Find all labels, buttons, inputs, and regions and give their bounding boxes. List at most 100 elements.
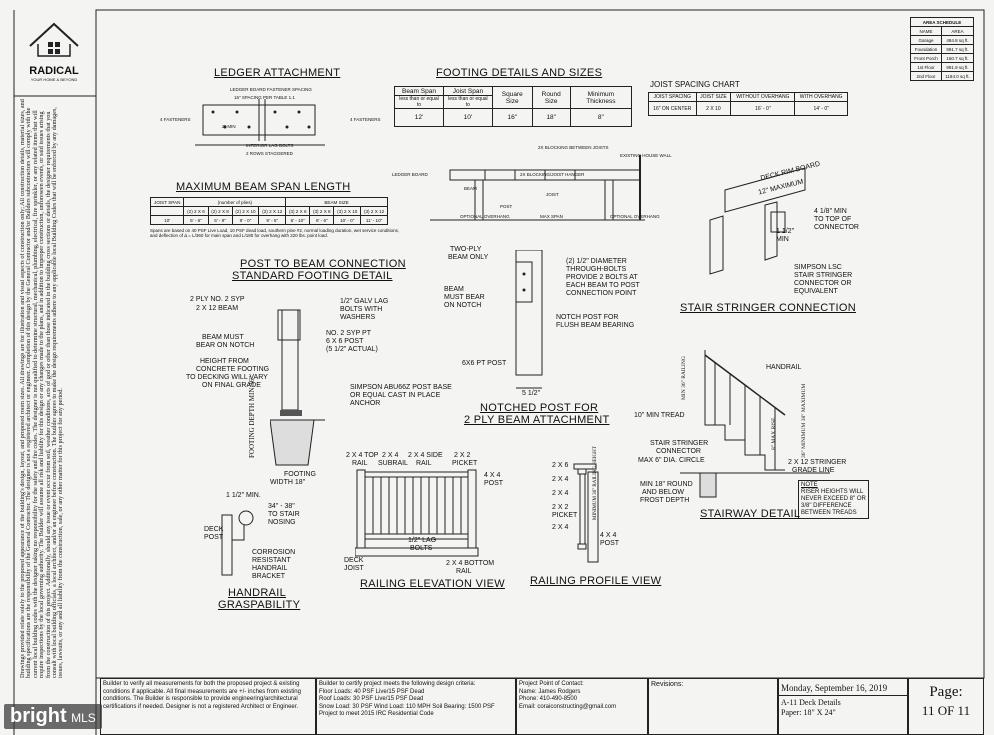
stairway-label: STAIR STRINGER	[650, 440, 709, 447]
notched-label: 6X6 PT POST	[462, 360, 507, 367]
post-beam-label: HEIGHT FROM	[200, 358, 249, 365]
post-beam-label: BOLTS WITH	[340, 306, 383, 313]
railing-prof-label: 4 X 4	[600, 532, 617, 539]
elevation-label: BEAM	[464, 186, 477, 191]
handrail-label: CORROSION	[252, 549, 296, 556]
area-name: Front Porch	[910, 53, 942, 63]
handrail-subtitle: GRASPABILITY	[218, 599, 301, 611]
notched-post-drawing	[515, 250, 543, 389]
beam-cell: 6' - 9"	[207, 215, 233, 225]
post-beam-label: CONCRETE FOOTING	[196, 366, 270, 373]
notched-label: TWO-PLY	[450, 246, 482, 253]
revisions-box: Revisions:	[648, 678, 778, 735]
railing-elev-label: BOLTS	[410, 545, 433, 552]
stringer-label: TO TOP OF	[814, 216, 852, 223]
beam-size: (2) 2 X 10	[231, 206, 260, 216]
stairway-label: 10" MIN TREAD	[634, 412, 685, 419]
contact-phone: Phone: 410-490-8500	[519, 696, 578, 702]
company-tagline: YOUR HOME & BEYOND	[30, 77, 78, 82]
beam-cell: 8' - 6"	[309, 215, 335, 225]
area-value: 991.7 sq ft.	[940, 44, 975, 54]
beam-cell: 10'	[149, 215, 185, 225]
footing-table: Beam Span Joist Span Square Size Round S…	[394, 86, 633, 127]
elevation-label: OPTIONAL OVERHANG	[610, 214, 660, 219]
stringer-label: MIN	[776, 236, 789, 243]
beam-size: (3) 2 X 12	[360, 206, 388, 216]
area-schedule-title: AREA SCHEDULE	[910, 17, 974, 27]
footing-cell: 8"	[569, 108, 633, 127]
joist-chart-title: JOIST SPACING CHART	[650, 80, 740, 89]
elevation-label: POST	[500, 204, 513, 209]
notched-label: ON NOTCH	[444, 302, 482, 309]
beam-span-note: Spans are based on 40 PSF Live Load, 10 …	[150, 228, 400, 238]
riser-note-line: 3/8" DIFFERENCE	[801, 503, 852, 509]
railing-elev-label: POST	[484, 480, 504, 487]
handrail-label: TO STAIR	[268, 511, 300, 518]
footing-detail-title: STANDARD FOOTING DETAIL	[232, 270, 393, 282]
joist-cell: 14' - 0"	[794, 101, 848, 116]
stairway-label: 2 X 12 STRINGER	[788, 459, 847, 466]
notched-label: FLUSH BEAM BEARING	[556, 322, 635, 329]
joist-cell: 16" ON CENTER	[648, 101, 697, 116]
house-logo-icon	[29, 22, 79, 57]
joist-header: JOIST SIZE	[695, 92, 732, 102]
railing-elev-label: RAIL	[416, 460, 432, 467]
railing-elev-label: SUBRAIL	[378, 460, 408, 467]
post-beam-label: 6 X 6 POST	[326, 338, 364, 345]
stairway-label: 8" MAX RISE	[771, 417, 777, 451]
criteria-line: Project to meet 2015 IRC Residential Cod…	[319, 711, 434, 717]
paper-size: Paper: 18" X 24"	[781, 708, 836, 717]
notched-label: EACH BEAM TO POST	[566, 282, 640, 289]
beam-blank	[149, 206, 185, 216]
table-row: 10' 5' - 6" 6' - 9" 8' - 0" 9' - 5" 6' -…	[149, 215, 388, 225]
notched-post-title: NOTCHED POST FOR	[480, 402, 599, 414]
footing-header: Minimum Thickness	[569, 86, 633, 109]
builder-note: Builder to verify all measurements for b…	[100, 678, 316, 735]
railing-elev-label: JOIST	[344, 565, 364, 572]
beam-span-title: MAXIMUM BEAM SPAN LENGTH	[176, 181, 351, 193]
stringer-label: 1 1/2"	[776, 228, 795, 235]
beam-cell: 11' - 10"	[360, 215, 388, 225]
post-beam-label: TO DECKING WILL VARY	[186, 374, 268, 381]
railing-prof-label: 2 X 4	[552, 476, 569, 483]
riser-note-line: RISER HEIGHTS WILL	[801, 489, 864, 495]
criteria-line: Roof Loads: 30 PSF Live/15 PSF Dead	[319, 696, 424, 702]
beam-size: (2) 2 X 6	[183, 206, 209, 216]
page-box: Page: 11 OF 11	[908, 678, 984, 735]
stairway-label: FROST DEPTH	[640, 497, 690, 504]
footing-header: Joist Span	[442, 86, 493, 96]
sheet-name: A-11 Deck Details	[781, 698, 841, 707]
notched-label: PROVIDE 2 BOLTS AT	[566, 274, 638, 281]
ledger-label: 2 ROWS STAGGERED	[246, 151, 293, 156]
joist-cell: 16' - 0"	[730, 101, 796, 116]
company-name: RADICAL	[29, 65, 79, 77]
beam-size: (2) 2 X 8	[207, 206, 233, 216]
sheet-info: Monday, September 16, 2019 A-11 Deck Det…	[778, 678, 908, 735]
stairway-label: CONNECTOR	[656, 448, 701, 455]
handrail-label: BRACKET	[252, 573, 286, 580]
post-beam-label: NO. 2 SYP PT	[326, 330, 371, 337]
joist-cell: 2 X 10	[695, 101, 732, 116]
footing-subheader: less than or equal to	[442, 95, 493, 109]
stairway-label: HANDRAIL	[766, 364, 802, 371]
post-beam-label: 1/2" GALV LAG	[340, 298, 389, 305]
criteria-title: Builder to certify project meets the fol…	[319, 681, 476, 687]
footing-title: FOOTING DETAILS AND SIZES	[436, 67, 603, 79]
handrail-label: 34" - 38"	[268, 503, 295, 510]
ledger-label: 16" SPACING PER TABLE 1.1	[234, 95, 295, 100]
stairway-label: MAX 6" DIA. CIRCLE	[638, 457, 705, 464]
riser-note-line: NEVER EXCEED 8" OR	[801, 496, 866, 502]
post-beam-label: OR EQUAL CAST IN PLACE	[350, 392, 441, 399]
notched-label: (2) 1/2" DIAMETER	[566, 258, 627, 265]
stairway-label: AND BELOW	[642, 489, 685, 496]
notched-label: CONNECTION POINT	[566, 290, 637, 297]
railing-prof-label: 2 X 2	[552, 504, 569, 511]
elevation-label: LEDGER BOARD	[392, 172, 428, 177]
joist-chart-table: JOIST SPACING JOIST SIZE WITHOUT OVERHAN…	[648, 92, 848, 116]
stairway-drawing	[680, 350, 830, 498]
area-value: 484.8 sq ft.	[940, 35, 975, 45]
table-row: 12' 10' 16" 18" 8"	[394, 108, 633, 127]
riser-note-line: BETWEEN TREADS	[801, 510, 857, 516]
